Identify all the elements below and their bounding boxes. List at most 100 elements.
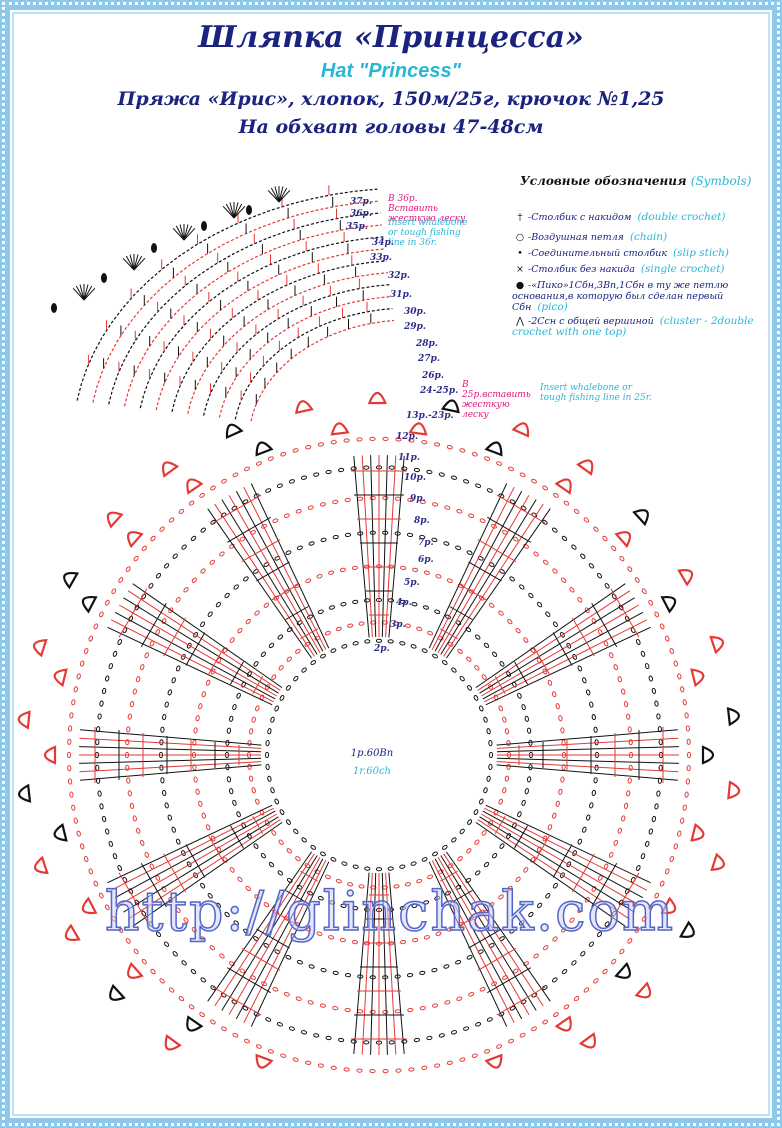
chain-stitch bbox=[111, 588, 117, 595]
chain-stitch bbox=[498, 798, 503, 805]
stitch-crossbar bbox=[533, 834, 551, 864]
chain-stitch bbox=[246, 671, 252, 677]
chain-stitch bbox=[685, 778, 691, 785]
chain-stitch bbox=[486, 728, 491, 735]
chain-stitch bbox=[673, 660, 679, 667]
chain-stitch bbox=[577, 838, 583, 845]
fan-stitch bbox=[179, 224, 185, 241]
stitch-crossbar bbox=[212, 494, 262, 524]
chain-stitch bbox=[260, 651, 266, 658]
chain-stitch bbox=[463, 1026, 470, 1031]
chain-stitch bbox=[387, 639, 394, 644]
fan-stitch bbox=[183, 224, 189, 241]
chain-stitch bbox=[483, 642, 490, 649]
chain-stitch bbox=[553, 1012, 559, 1018]
chain-stitch bbox=[199, 1012, 205, 1018]
stitch-column bbox=[381, 455, 388, 638]
chain-stitch bbox=[423, 570, 430, 575]
shell-stitch bbox=[295, 400, 314, 415]
stitch-crossbar bbox=[207, 646, 225, 676]
chain-stitch bbox=[483, 787, 488, 794]
chain-stitch bbox=[357, 1009, 364, 1014]
stitch-column bbox=[434, 490, 523, 652]
chain-stitch bbox=[399, 864, 406, 869]
chain-stitch bbox=[481, 830, 487, 836]
chain-stitch bbox=[685, 725, 691, 732]
chain-stitch bbox=[168, 987, 175, 993]
chain-stitch bbox=[167, 689, 173, 696]
stitch-crossbar bbox=[241, 539, 281, 563]
stitch-crossbar bbox=[449, 890, 473, 904]
chain-stitch bbox=[591, 714, 596, 721]
chain-stitch bbox=[339, 937, 346, 943]
chain-stitch bbox=[422, 900, 430, 905]
chain-stitch bbox=[558, 715, 563, 722]
chain-stitch bbox=[475, 483, 482, 488]
stitch-crossbar bbox=[610, 588, 640, 638]
chain-stitch bbox=[416, 626, 423, 632]
row-label: 35р. bbox=[346, 222, 368, 232]
chain-stitch bbox=[577, 665, 583, 672]
chain-stitch bbox=[648, 599, 654, 606]
stitch-column bbox=[370, 872, 377, 1055]
fan-stitch bbox=[133, 257, 146, 271]
stitch-column bbox=[479, 597, 635, 694]
chain-stitch bbox=[219, 551, 225, 557]
chain-stitch bbox=[292, 448, 299, 453]
chain-stitch bbox=[245, 618, 251, 625]
chain-stitch bbox=[658, 739, 663, 746]
stitch-crossbar bbox=[533, 646, 551, 676]
chain-stitch bbox=[569, 587, 575, 593]
fan-stitch bbox=[233, 202, 239, 219]
chain-stitch bbox=[162, 789, 167, 796]
chain-stitch bbox=[364, 639, 371, 644]
chain-stitch bbox=[498, 610, 504, 616]
chain-stitch bbox=[155, 572, 162, 579]
chain-stitch bbox=[286, 848, 292, 854]
chain-stitch bbox=[101, 687, 107, 695]
chain-stitch bbox=[618, 604, 624, 611]
chain-stitch bbox=[139, 664, 145, 671]
chain-stitch bbox=[573, 508, 580, 514]
crochet-diagram bbox=[17, 185, 741, 1074]
stitch-crossbar bbox=[571, 853, 595, 893]
row-label: 36р. bbox=[350, 209, 372, 219]
chain-stitch bbox=[141, 958, 147, 965]
chain-stitch bbox=[466, 656, 472, 662]
legend-item-chain: ○-Воздушная петля(chain) bbox=[512, 232, 667, 244]
stitch-column bbox=[496, 729, 678, 746]
chain-stitch bbox=[350, 1039, 357, 1044]
chain-stitch bbox=[352, 905, 359, 911]
fan-stitch bbox=[83, 284, 89, 301]
chain-stitch bbox=[591, 789, 596, 796]
chain-stitch bbox=[172, 951, 178, 957]
chain-stitch bbox=[125, 764, 130, 771]
stitch-crossbar bbox=[300, 628, 318, 640]
legend-title: Условные обозначения (Symbols) bbox=[520, 174, 751, 188]
chain-stitch bbox=[686, 738, 691, 745]
chain-stitch bbox=[636, 865, 641, 871]
chain-stitch bbox=[641, 915, 647, 922]
chain-stitch bbox=[588, 563, 594, 569]
chain-stitch bbox=[141, 910, 147, 917]
chain-stitch bbox=[463, 479, 470, 484]
chain-stitch bbox=[200, 621, 206, 628]
chain-stitch bbox=[272, 986, 279, 992]
chain-stitch bbox=[413, 467, 420, 473]
chain-stitch bbox=[148, 583, 154, 589]
chain-stitch bbox=[300, 1030, 308, 1035]
shell-stitch bbox=[64, 923, 81, 941]
chain-rings bbox=[66, 436, 692, 1074]
row-label: 8р. bbox=[414, 516, 430, 526]
chain-stitch bbox=[237, 876, 243, 883]
stitch-crossbar bbox=[230, 825, 244, 849]
stitch-column bbox=[353, 872, 370, 1054]
chain-stitch bbox=[129, 802, 135, 809]
chain-stitch bbox=[446, 578, 453, 583]
stitch-column bbox=[118, 813, 278, 906]
stitch-crossbar bbox=[300, 870, 318, 882]
row-label: 4р. bbox=[396, 598, 412, 608]
chain-stitch bbox=[545, 611, 551, 617]
chain-stitch bbox=[509, 928, 515, 934]
chain-stitch bbox=[618, 899, 624, 906]
